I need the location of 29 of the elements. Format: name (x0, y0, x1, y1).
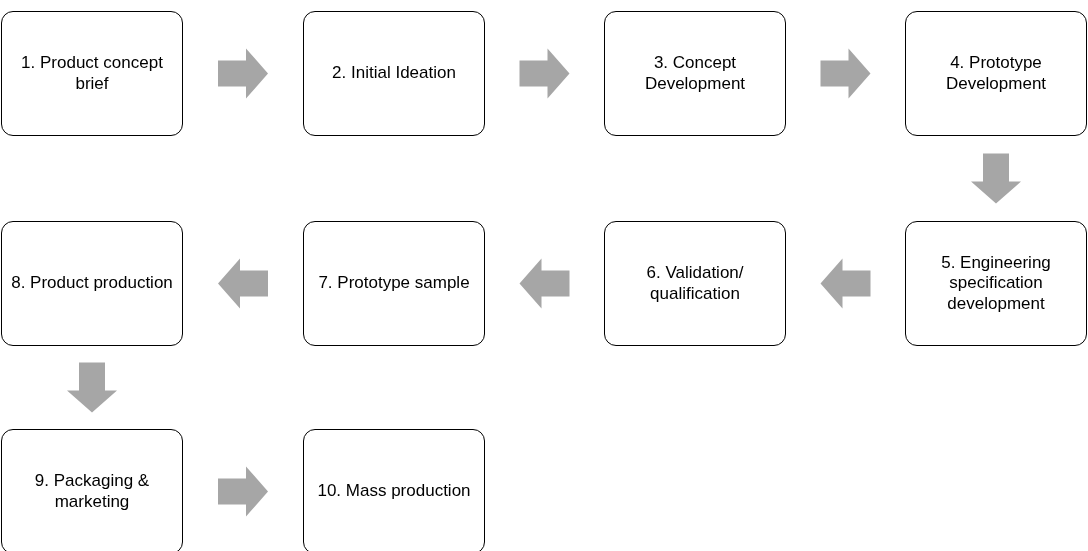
block-arrow (218, 48, 268, 99)
process-box (905, 11, 1087, 136)
process-box (905, 221, 1087, 346)
process-box (1, 11, 183, 136)
block-arrow (218, 258, 268, 309)
process-box (1, 221, 183, 346)
process-box (604, 221, 786, 346)
box-label: 2. Initial Ideation (332, 63, 456, 84)
block-arrow (218, 466, 268, 517)
box-label: 8. Product production (11, 273, 173, 294)
process-box (303, 11, 485, 136)
process-box (604, 11, 786, 136)
block-arrow (820, 258, 871, 309)
box-label: 3. Concept Development (643, 53, 747, 94)
block-arrow (519, 48, 570, 99)
process-box (303, 429, 485, 551)
box-label: 5. Engineering specification development (940, 252, 1052, 315)
box-label: 4. Prototype Development (944, 53, 1048, 94)
block-arrow (67, 362, 117, 413)
box-label: 10. Mass production (317, 481, 471, 502)
box-label: 1. Product concept brief (20, 53, 164, 94)
block-arrow (519, 258, 570, 309)
process-box (1, 429, 183, 551)
block-arrow (820, 48, 871, 99)
box-label: 7. Prototype sample (318, 273, 470, 294)
process-box (303, 221, 485, 346)
block-arrow (971, 153, 1021, 204)
box-label: 9. Packaging & marketing (33, 471, 151, 512)
box-label: 6. Validation/ qualification (645, 263, 745, 304)
